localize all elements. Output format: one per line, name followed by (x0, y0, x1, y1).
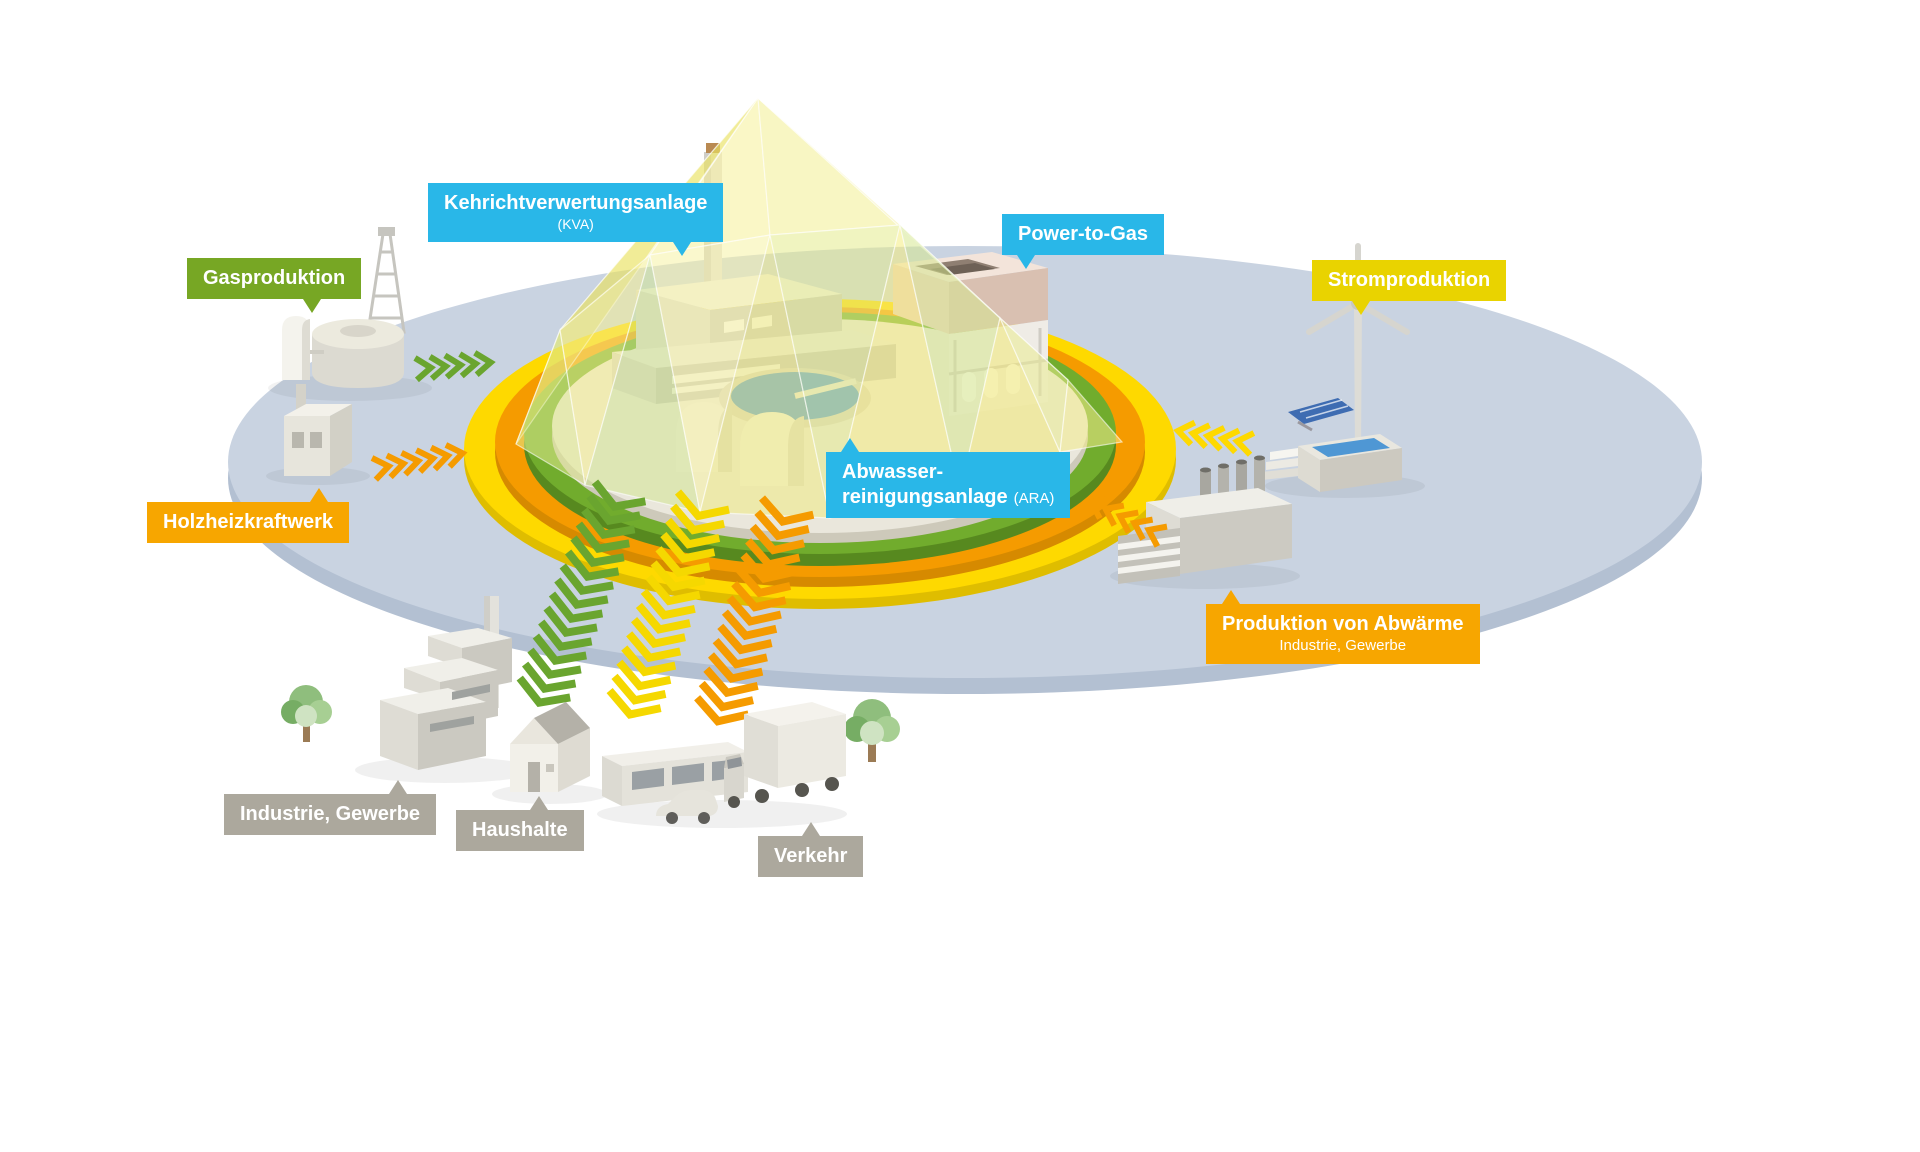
label-abwaerme: Produktion von Abwärme Industrie, Gewerb… (1206, 590, 1480, 664)
gas-production-illustration (268, 227, 432, 401)
label-tail (1017, 255, 1036, 269)
label-power-to-gas: Power-to-Gas (1002, 214, 1165, 269)
waste-heat-factory-illustration (1110, 455, 1300, 589)
abwaerme-subtitle: Industrie, Gewerbe (1279, 637, 1407, 654)
power-to-gas-title: Power-to-Gas (1018, 223, 1149, 245)
label-holzheizkraftwerk: Holzheizkraftwerk (147, 488, 350, 543)
label-stromproduktion: Stromproduktion (1312, 260, 1507, 315)
stromproduktion-title: Stromproduktion (1328, 269, 1491, 291)
label-tail (673, 241, 692, 256)
label-verkehr: Verkehr (758, 822, 864, 877)
industry-buildings-illustration (355, 596, 535, 783)
ara-plant-illustration (676, 368, 871, 486)
holzheizkraftwerk-title: Holzheizkraftwerk (163, 511, 334, 533)
kva-subtitle: (KVA) (557, 216, 594, 232)
label-industrie: Industrie, Gewerbe (224, 780, 437, 835)
vehicles-illustration (597, 702, 847, 828)
label-tail (303, 299, 322, 313)
wood-chp-plant-illustration (266, 384, 370, 485)
label-haushalte: Haushalte (456, 796, 584, 851)
ara-line1: Abwasser- (842, 461, 944, 483)
label-tail (309, 488, 328, 502)
ara-line2-suffix: (ARA) (1013, 490, 1055, 507)
haushalte-title: Haushalte (472, 819, 568, 841)
kva-title: Kehrichtverwertungsanlage (444, 192, 708, 214)
tree-icon-left (281, 685, 332, 742)
kva-plant-illustration (612, 143, 896, 404)
power-to-gas-plant-illustration (893, 252, 1049, 416)
abwaerme-title: Produktion von Abwärme (1222, 613, 1464, 635)
label-tail (1351, 301, 1370, 315)
ara-line2: reinigungsanlage (842, 486, 1008, 508)
industrie-title: Industrie, Gewerbe (240, 803, 421, 825)
house-illustration (492, 702, 608, 804)
gasproduktion-title: Gasproduktion (203, 267, 346, 289)
tree-icon-right (844, 699, 900, 762)
label-kva: Kehrichtverwertungsanlage (KVA) (428, 183, 724, 256)
label-tail (1221, 590, 1240, 604)
label-tail (529, 796, 548, 810)
label-gasproduktion: Gasproduktion (187, 258, 362, 313)
verkehr-title: Verkehr (774, 845, 848, 867)
label-tail (841, 438, 860, 452)
label-tail (801, 822, 820, 836)
label-tail (388, 780, 407, 794)
label-ara: Abwasser- reinigungsanlage (ARA) (826, 438, 1071, 518)
